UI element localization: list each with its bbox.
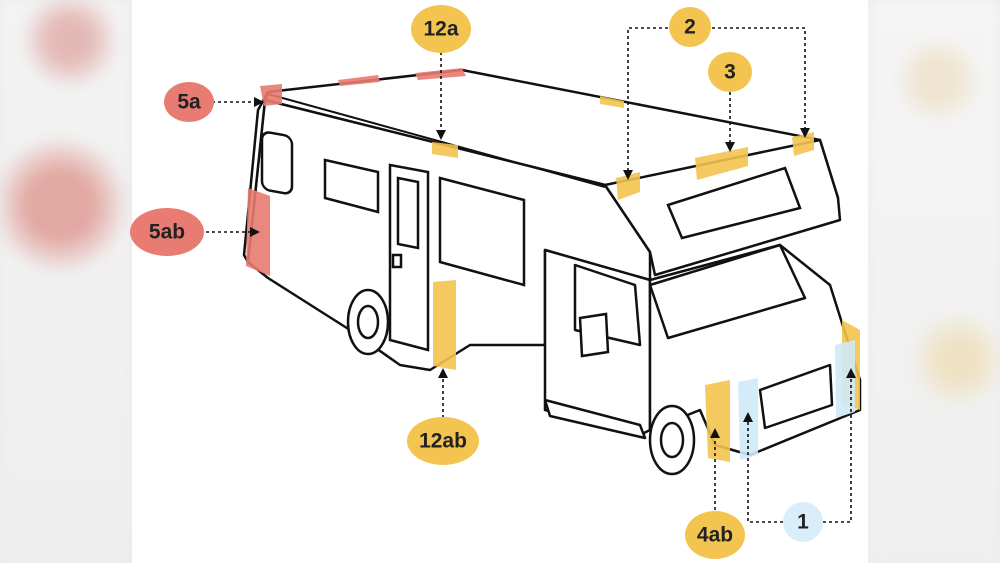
rv-entry-door: [388, 163, 430, 352]
rv-side-windows: [260, 131, 802, 358]
svg-text:5a: 5a: [177, 91, 201, 114]
callout-4ab: 4ab: [685, 511, 745, 559]
rv-grille: [758, 363, 834, 430]
orange-zone-4ab-left: [705, 380, 730, 462]
callout-2: 2: [669, 7, 711, 47]
blurred-background-right: [868, 0, 1000, 563]
orange-zone-12a: [432, 142, 458, 158]
blue-zone-1-right: [835, 340, 855, 418]
callout-1: 1: [783, 502, 823, 542]
leader-2-left: [623, 27, 668, 180]
red-zone-roof-corner: [260, 84, 282, 106]
rv-side-mirror: [578, 312, 610, 358]
callout-5a: 5a: [164, 82, 214, 122]
rv-windshield: [648, 243, 807, 340]
callout-12a: 12a: [411, 5, 471, 53]
svg-text:4ab: 4ab: [697, 524, 733, 547]
orange-zone-roof-mid: [600, 96, 624, 108]
rv-wheels: [346, 288, 696, 476]
rv-roof-edge-line: [267, 93, 606, 188]
rv-window-mid: [323, 158, 380, 214]
svg-text:12ab: 12ab: [419, 430, 467, 453]
rv-window-large: [438, 176, 526, 287]
svg-text:2: 2: [684, 16, 696, 39]
svg-text:1: 1: [797, 511, 809, 534]
orange-zone-12ab: [433, 280, 456, 370]
red-zone-roof-1: [338, 75, 380, 86]
rv-window-cabover: [666, 166, 802, 240]
svg-text:5ab: 5ab: [149, 221, 185, 244]
svg-text:12a: 12a: [423, 18, 458, 41]
leader-2-right: [712, 27, 810, 138]
rv-body: [242, 68, 862, 457]
red-zone-roof-2: [415, 68, 466, 80]
svg-text:3: 3: [724, 61, 736, 84]
rv-running-board: [543, 398, 647, 440]
callout-5ab: 5ab: [130, 208, 204, 256]
rv-window-rear: [260, 131, 294, 195]
leader-lines: [206, 27, 856, 523]
blurred-background-left: [0, 0, 130, 563]
callout-12ab: 12ab: [407, 417, 479, 465]
orange-zone-2-left: [616, 172, 640, 200]
orange-zone-3: [695, 147, 748, 180]
orange-zone-2-right: [792, 132, 814, 156]
callout-3: 3: [708, 52, 752, 92]
